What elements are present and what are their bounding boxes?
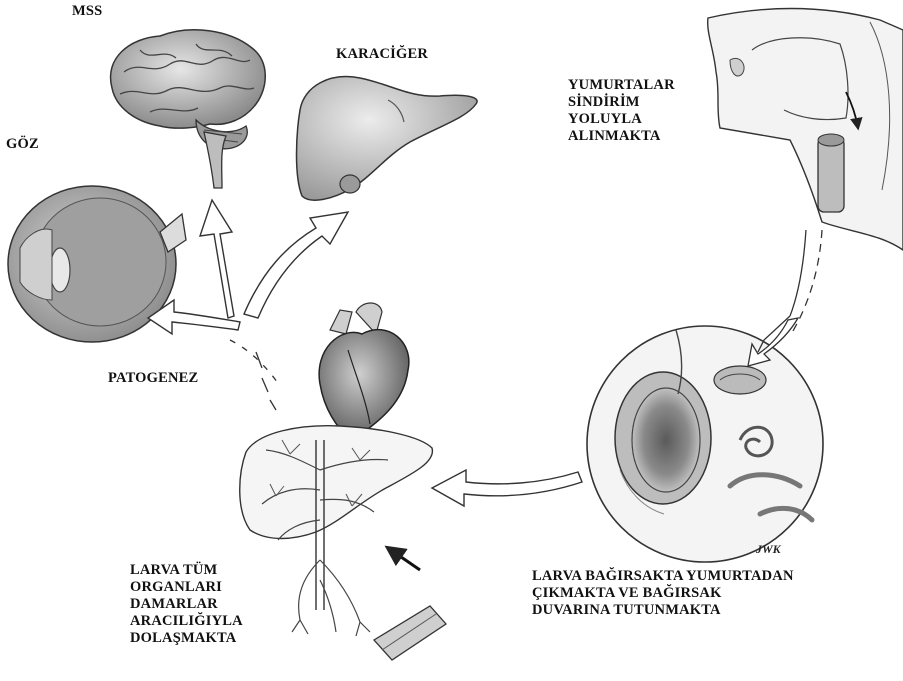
label-larva-circulation: LARVA TÜM ORGANLARI DAMARLAR ARACILIĞIYL… [130, 562, 243, 647]
liver-vessels-illustration [240, 426, 446, 660]
head-profile-illustration [708, 9, 903, 251]
label-goz: GÖZ [6, 136, 39, 153]
label-ingestion-line-4: ALINMAKTA [568, 128, 675, 145]
heart-illustration [319, 303, 409, 440]
label-mss: MSS [72, 3, 102, 20]
brain-illustration [111, 30, 266, 188]
label-larva-intestine-line-1: LARVA BAĞIRSAKTA YUMURTADAN [532, 568, 794, 585]
label-larva-intestine: LARVA BAĞIRSAKTA YUMURTADAN ÇIKMAKTA VE … [532, 568, 794, 619]
arrow-intestine-to-liver [432, 470, 582, 506]
label-larva-circulation-line-1: LARVA TÜM [130, 562, 243, 579]
liver-illustration [297, 77, 478, 201]
label-larva-intestine-line-2: ÇIKMAKTA VE BAĞIRSAK [532, 585, 794, 602]
intestine-magnified-illustration [587, 326, 823, 562]
label-larva-circulation-line-5: DOLAŞMAKTA [130, 630, 243, 647]
label-larva-intestine-line-3: DUVARINA TUTUNMAKTA [532, 602, 794, 619]
artist-signature: JWK [756, 542, 781, 557]
label-ingestion-line-3: YOLUYLA [568, 111, 675, 128]
label-patogenez: PATOGENEZ [108, 370, 198, 387]
label-ingestion-line-1: YUMURTALAR [568, 77, 675, 94]
label-karaciger: KARACİĞER [336, 46, 428, 63]
label-ingestion-line-2: SİNDİRİM [568, 94, 675, 111]
label-larva-circulation-line-3: DAMARLAR [130, 596, 243, 613]
arrow-to-brain [200, 200, 234, 318]
label-larva-circulation-line-4: ARACILIĞIYLA [130, 613, 243, 630]
label-ingestion: YUMURTALAR SİNDİRİM YOLUYLA ALINMAKTA [568, 77, 675, 145]
label-larva-circulation-line-2: ORGANLARI [130, 579, 243, 596]
arrow-to-liver [244, 212, 348, 318]
